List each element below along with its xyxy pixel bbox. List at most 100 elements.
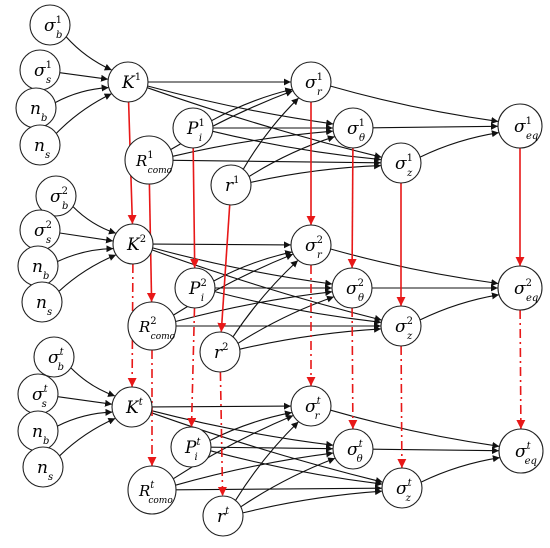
edge-nb2-to-K2 [57, 245, 114, 262]
node-nb2-label: nb [32, 257, 49, 282]
node-Pi1-circle [172, 107, 214, 149]
edge-r1-to-sz1 [250, 162, 382, 183]
node-Kt-label: Kt [125, 397, 144, 418]
node-r1-circle [210, 164, 252, 206]
edge-Rt-to-szt [175, 484, 382, 492]
edge-sr1-to-seq1 [330, 85, 499, 124]
edge-R2-to-sr2 [173, 253, 294, 316]
edge-st1-to-st2 [347, 147, 357, 268]
edge-nb1-to-K1 [54, 84, 109, 104]
node-R2-circle [127, 301, 177, 351]
node-nst: ns [22, 446, 64, 488]
node-nb2: nb [17, 245, 59, 287]
edge-sz2-to-seq2 [419, 292, 499, 321]
node-szt-circle [381, 467, 423, 509]
node-r1: r1 [210, 164, 252, 206]
edge-r2-to-sz2 [239, 325, 382, 350]
node-sb1-circle [29, 4, 71, 46]
node-nb1: nb [15, 87, 57, 129]
edges-layer [54, 36, 526, 514]
node-ns1-label: ns [34, 136, 50, 161]
edge-szt-to-seqt [420, 455, 500, 483]
node-ns2-circle [21, 281, 63, 323]
node-ns1: ns [19, 124, 61, 166]
edge-rt-to-srt [235, 421, 299, 501]
node-srt-circle [290, 385, 332, 427]
edge-nbt-to-Kt [57, 408, 113, 427]
edge-Pi1-to-sz1 [212, 130, 382, 163]
edge-K2-to-st2 [152, 247, 333, 287]
edge-ss1-to-K1 [59, 72, 109, 82]
node-nb1-label: nb [30, 99, 47, 124]
edge-R1-to-st1 [172, 128, 334, 157]
node-K2: K2 [112, 223, 154, 265]
edge-K2-to-sr2 [152, 241, 291, 249]
node-R1-circle [124, 135, 174, 185]
node-Rt-circle [127, 465, 177, 515]
edge-Pi1-to-Pi2 [190, 147, 200, 268]
edge-r1-to-r2 [217, 204, 231, 332]
edge-Pi1-to-sr1 [211, 87, 293, 122]
edge-srt-to-seqt [330, 409, 500, 449]
node-nbt: nb [17, 410, 59, 452]
edge-st2-to-stt [348, 307, 358, 429]
node-r2-label: r2 [214, 342, 229, 363]
node-st2-circle [331, 267, 373, 309]
node-stt-circle [332, 428, 374, 470]
edge-Pit-to-stt [210, 445, 333, 453]
node-sb2-circle [35, 175, 77, 217]
edge-R1-to-sz1 [172, 159, 381, 167]
edge-r2-to-rt [217, 371, 227, 496]
edge-R2-to-st2 [175, 289, 333, 323]
edge-sst-to-Kt [57, 396, 113, 407]
edge-sb2-to-K2 [72, 206, 116, 235]
edge-rt-to-szt [242, 488, 383, 514]
edge-rt-to-stt [240, 457, 336, 508]
node-seqt-circle [498, 428, 544, 474]
node-Kt-circle [111, 386, 153, 428]
edge-ss2-to-K2 [59, 232, 114, 244]
edge-Kt-to-stt [151, 410, 334, 448]
edge-sr2-to-seq2 [330, 248, 499, 287]
edge-ns1-to-K1 [55, 93, 112, 134]
node-ns2: ns [21, 281, 63, 323]
edge-sbt-to-Kt [70, 367, 116, 397]
edge-stt-to-seqt [372, 447, 499, 455]
node-r2-circle [199, 331, 241, 373]
edge-sz1-to-seq1 [419, 130, 499, 158]
